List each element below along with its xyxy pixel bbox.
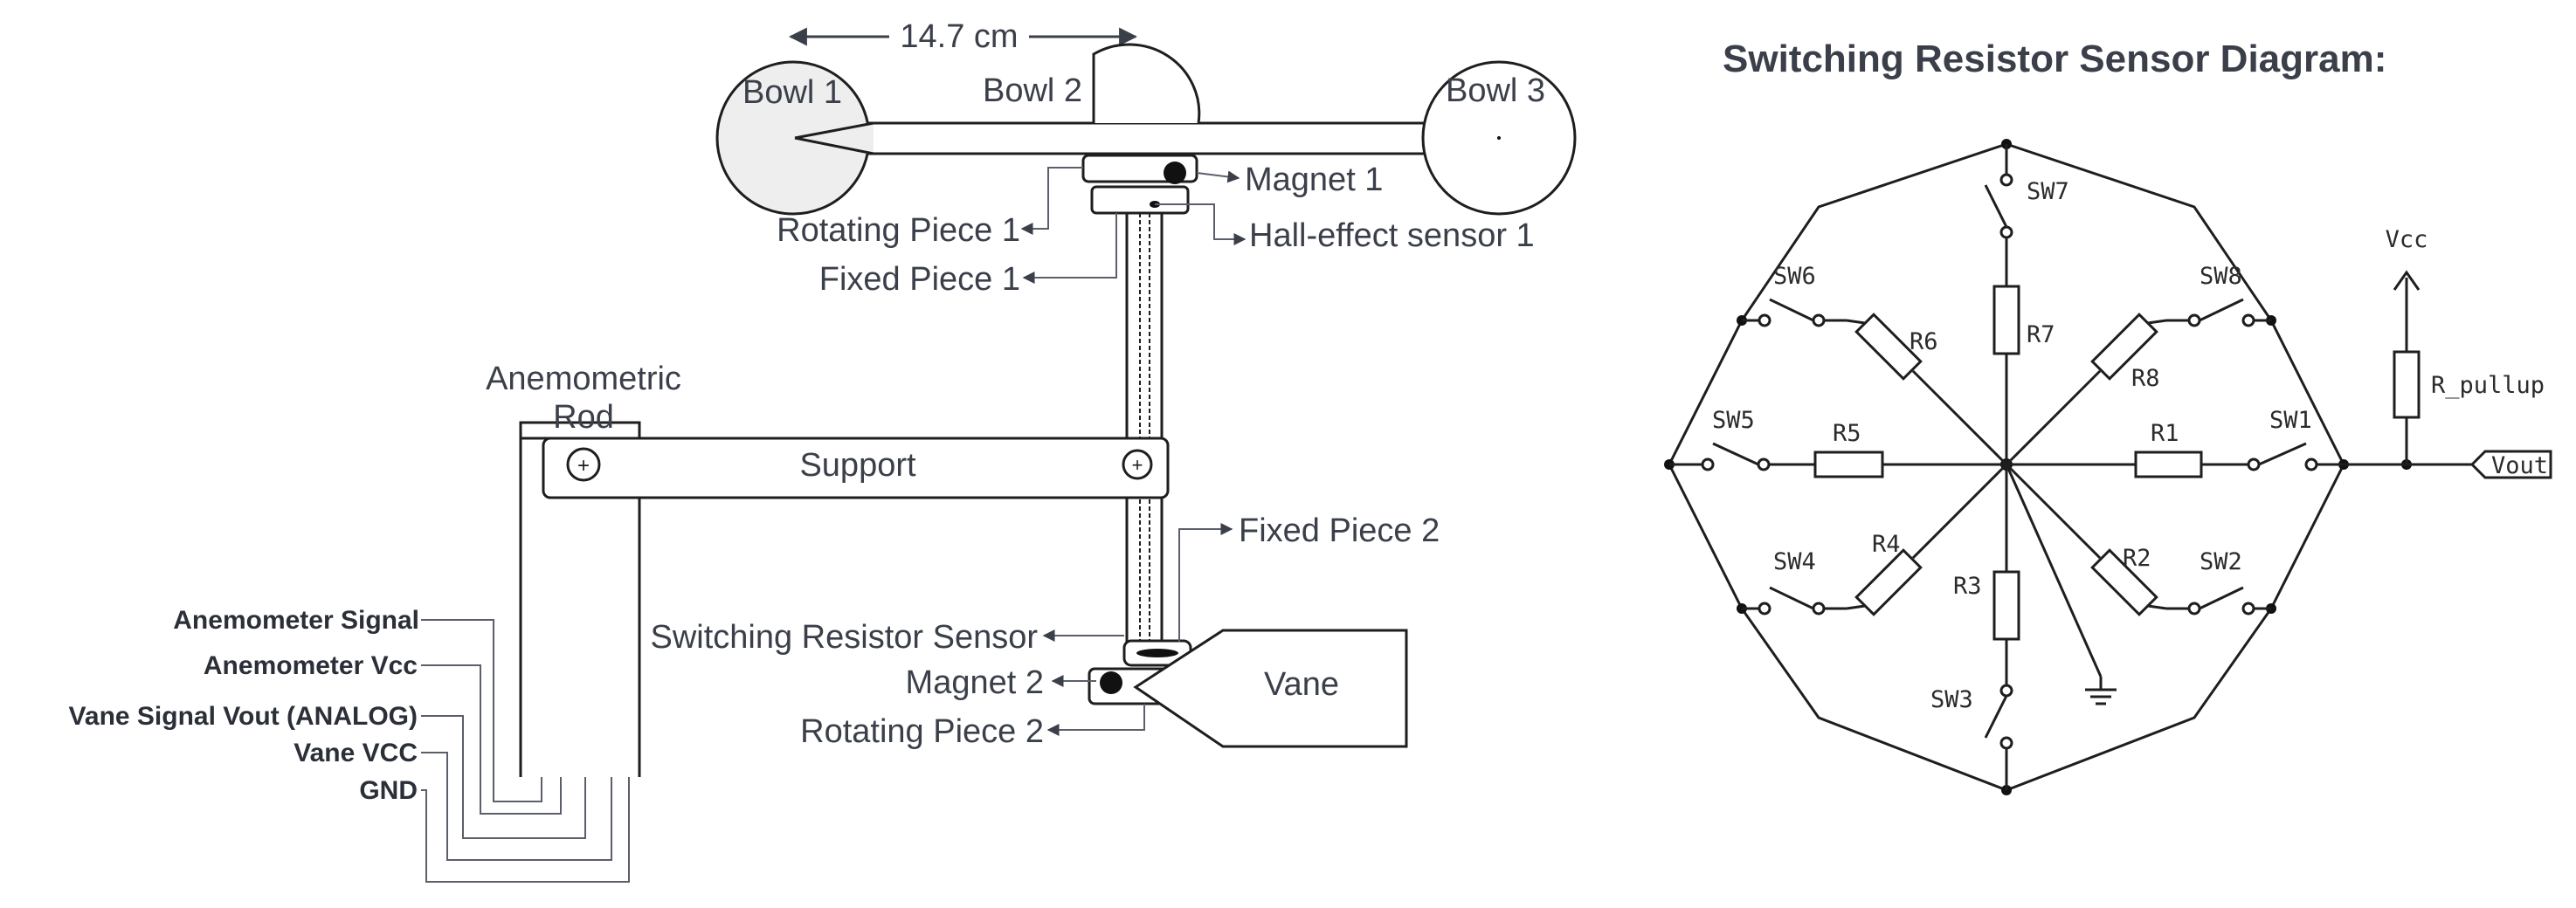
resistor-r4	[1854, 548, 1923, 616]
switch-sw3	[1984, 695, 2008, 739]
switch-label-sw1: SW1	[2269, 407, 2312, 434]
branch-8	[2005, 298, 2271, 466]
bowl-2-label: Bowl 2	[983, 72, 1082, 109]
switch-label-sw6: SW6	[1773, 263, 1816, 290]
switch-label-sw5: SW5	[1712, 407, 1755, 434]
support-label: Support	[799, 447, 916, 484]
fixed-piece-1-label: Fixed Piece 1	[819, 261, 1020, 298]
vertical-shaft	[1125, 211, 1164, 644]
switch-sw4	[1769, 586, 1814, 610]
switch-label-sw8: SW8	[2200, 263, 2242, 290]
hall-sensor-1-label: Hall-effect sensor 1	[1249, 217, 1535, 254]
switch-label-sw4: SW4	[1773, 548, 1816, 575]
branch-2	[2005, 463, 2271, 616]
resistor-r6	[1854, 313, 1923, 381]
vane	[1133, 629, 1408, 748]
branch-4	[1742, 463, 2008, 616]
rod-label-line2: Rod	[553, 399, 614, 436]
branch-5	[1669, 442, 2006, 478]
vcc-label: Vcc	[2386, 226, 2428, 253]
anemometer-assembly: 14.7 cm Bowl 1 Bowl 2 Bowl 3 + + Support	[69, 17, 1577, 883]
schematic-title: Switching Resistor Sensor Diagram:	[1723, 38, 2386, 80]
switch-sw1	[2258, 442, 2307, 466]
bowl-2	[1092, 43, 1201, 124]
ground-symbol	[2005, 464, 2117, 705]
vane-label: Vane	[1264, 666, 1339, 703]
switching-sensor-label: Switching Resistor Sensor	[650, 619, 1038, 656]
wire-label-anemometer-signal: Anemometer Signal	[173, 606, 419, 635]
vout-port	[2469, 450, 2552, 479]
magnet-1-label: Magnet 1	[1245, 162, 1383, 198]
switch-sw2	[2199, 586, 2244, 610]
switch-sw6	[1769, 298, 1814, 322]
branch-1	[2006, 442, 2344, 478]
wire-label-vane-signal: Vane Signal Vout (ANALOG)	[69, 702, 418, 731]
resistor-label-r7: R7	[2027, 321, 2055, 348]
resistor-label-r5: R5	[1833, 420, 1861, 447]
wire-label-vane-vcc: Vane VCC	[294, 739, 418, 767]
switch-label-sw7: SW7	[2027, 178, 2069, 205]
bowl-3-label: Bowl 3	[1446, 72, 1545, 109]
switch-sw7	[1984, 184, 2008, 228]
switch-label-sw2: SW2	[2200, 548, 2242, 575]
magnet-1-dot	[1164, 162, 1186, 184]
resistor-label-r1: R1	[2151, 420, 2179, 447]
resistor-r5	[1813, 451, 1884, 478]
switch-label-sw3: SW3	[1930, 686, 1973, 713]
rotating-piece-2-label: Rotating Piece 2	[800, 713, 1044, 750]
resistor-label-r6: R6	[1910, 328, 1938, 355]
branch-3	[1984, 464, 2020, 790]
resistor-r2	[2090, 548, 2158, 616]
rotating-piece-1-label: Rotating Piece 1	[777, 212, 1020, 249]
magnet-2-label: Magnet 2	[906, 664, 1044, 701]
magnet-2-dot	[1100, 671, 1122, 694]
dimension-label: 14.7 cm	[900, 18, 1018, 55]
resistor-label-r2: R2	[2123, 545, 2151, 572]
resistor-r3	[1992, 570, 2020, 641]
resistor-r8	[2090, 313, 2158, 381]
resistor-r7	[1992, 285, 2020, 355]
resistor-label-r3: R3	[1953, 573, 1982, 600]
cup-arm	[798, 121, 1430, 155]
branch-6	[1742, 298, 2008, 466]
wire-label-gnd: GND	[359, 776, 418, 805]
resistor-r1	[2134, 451, 2203, 478]
wire-label-anemometer-vcc: Anemometer Vcc	[204, 651, 418, 680]
svg-text:+: +	[1132, 454, 1143, 476]
wire-harness	[421, 619, 630, 883]
support-bar	[542, 437, 1170, 499]
svg-text:+: +	[577, 454, 590, 478]
branch-7	[1984, 144, 2020, 464]
switch-sw5	[1712, 442, 1759, 466]
switching-resistor-schematic: Switching Resistor Sensor Diagram:	[1664, 38, 2552, 795]
resistor-r-pullup	[2393, 350, 2421, 419]
r-pullup-label: R_pullup	[2431, 372, 2545, 399]
fixed-piece-1	[1090, 185, 1190, 215]
switch-sw8	[2199, 298, 2244, 322]
bowl-1-label: Bowl 1	[742, 74, 842, 111]
fixed-piece-2-label: Fixed Piece 2	[1239, 512, 1440, 549]
rod-label-line1: Anemometric	[486, 361, 681, 397]
vcc-arrow	[2393, 270, 2421, 291]
resistor-label-r4: R4	[1872, 531, 1901, 558]
resistor-label-r8: R8	[2131, 365, 2160, 392]
vout-label: Vout	[2491, 452, 2548, 479]
